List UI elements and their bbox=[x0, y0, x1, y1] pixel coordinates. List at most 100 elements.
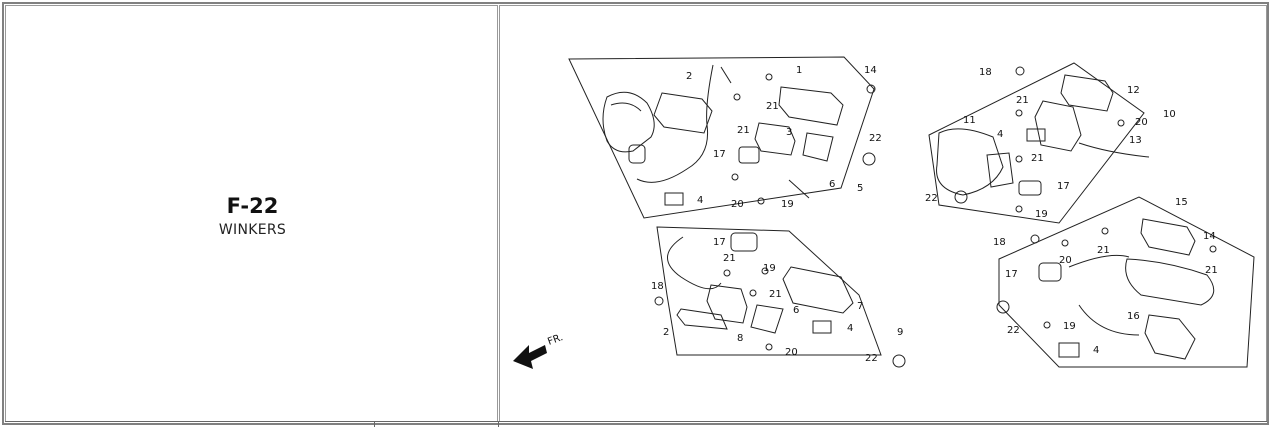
column-divider bbox=[374, 421, 375, 427]
nut-22 bbox=[996, 300, 1010, 314]
callout-number: 5 bbox=[857, 183, 863, 194]
screw-19 bbox=[1015, 205, 1023, 213]
winker-lens-12 bbox=[1060, 74, 1114, 112]
callout-number: 20 bbox=[1059, 255, 1072, 266]
bulb-socket-17 bbox=[1018, 180, 1042, 196]
callout-number: 21 bbox=[1205, 265, 1218, 276]
winker-body-8 bbox=[706, 284, 748, 324]
screw-21 bbox=[733, 93, 741, 101]
winker-lens bbox=[1125, 258, 1215, 306]
screw-21 bbox=[1015, 109, 1023, 117]
callout-number: 12 bbox=[1127, 85, 1140, 96]
callout-number: 17 bbox=[1057, 181, 1070, 192]
clip-4 bbox=[812, 320, 832, 334]
callout-number: 8 bbox=[737, 333, 743, 344]
callout-number: 22 bbox=[865, 353, 878, 364]
callout-number: 1 bbox=[796, 65, 802, 76]
screw-21 bbox=[765, 73, 773, 81]
direction-indicator: FR. bbox=[513, 332, 565, 369]
section-label-cell: F-22 WINKERS bbox=[5, 5, 498, 422]
callout-number: 22 bbox=[869, 133, 882, 144]
nut-22 bbox=[892, 354, 906, 368]
screw-21 bbox=[1101, 227, 1109, 235]
wire-harness bbox=[667, 236, 722, 290]
direction-label: FR. bbox=[546, 332, 564, 348]
screw-20 bbox=[765, 343, 773, 351]
reflector-6 bbox=[802, 132, 834, 162]
callout-number: 21 bbox=[766, 101, 779, 112]
callout-number: 9 bbox=[897, 327, 903, 338]
screw-20 bbox=[731, 173, 739, 181]
screw-21 bbox=[1015, 155, 1023, 163]
winker-lens-11 bbox=[936, 128, 1004, 196]
winker-lens-1 bbox=[778, 86, 844, 126]
callout-number: 14 bbox=[1203, 231, 1216, 242]
callout-number: 20 bbox=[785, 347, 798, 358]
winker-lens-7 bbox=[782, 266, 854, 314]
winker-body-3 bbox=[754, 122, 796, 156]
bulb-18 bbox=[1030, 234, 1040, 244]
winker-lens-14 bbox=[1140, 218, 1196, 256]
callout-number: 2 bbox=[686, 71, 692, 82]
callout-number: 4 bbox=[847, 323, 853, 334]
callout-number: 21 bbox=[1097, 245, 1110, 256]
bulb-socket-17 bbox=[1038, 262, 1062, 282]
callout-number: 17 bbox=[713, 149, 726, 160]
callout-number: 6 bbox=[793, 305, 799, 316]
screw-19 bbox=[757, 197, 765, 205]
callout-number: 14 bbox=[864, 65, 877, 76]
callout-number: 21 bbox=[1031, 153, 1044, 164]
callout-number: 22 bbox=[1007, 325, 1020, 336]
callout-number: 16 bbox=[1127, 311, 1140, 322]
nut-22 bbox=[862, 152, 876, 166]
callout-number: 6 bbox=[829, 179, 835, 190]
callout-number: 22 bbox=[925, 193, 938, 204]
winker-assembly-front-right bbox=[928, 62, 1150, 224]
callout-number: 18 bbox=[651, 281, 664, 292]
next-row-border bbox=[5, 421, 1267, 425]
callout-number: 18 bbox=[979, 67, 992, 78]
wire-13 bbox=[1078, 142, 1150, 158]
bulb-18 bbox=[654, 296, 664, 306]
bulb-18 bbox=[1015, 66, 1025, 76]
nut-22 bbox=[954, 190, 968, 204]
callout-number: 18 bbox=[993, 237, 1006, 248]
screw-21 bbox=[1209, 245, 1217, 253]
callout-number: 4 bbox=[1093, 345, 1099, 356]
section-code: F-22 bbox=[226, 194, 279, 218]
callout-number: 21 bbox=[723, 253, 736, 264]
winker-assembly-front-left bbox=[568, 56, 876, 219]
assembly-outline bbox=[928, 62, 1145, 224]
screw-21 bbox=[723, 269, 731, 277]
callout-number: 20 bbox=[1135, 117, 1148, 128]
assembly-outline bbox=[998, 196, 1255, 368]
callout-number: 13 bbox=[1129, 135, 1142, 146]
wire-harness bbox=[1068, 254, 1130, 268]
callout-number: 11 bbox=[963, 115, 976, 126]
column-divider bbox=[498, 421, 499, 427]
callout-number: 17 bbox=[1005, 269, 1018, 280]
callout-number: 17 bbox=[713, 237, 726, 248]
callout-number: 21 bbox=[769, 289, 782, 300]
callout-number: 10 bbox=[1163, 109, 1176, 120]
screw-19 bbox=[761, 267, 769, 275]
front-arrow-icon bbox=[513, 345, 547, 369]
callout-number: 3 bbox=[786, 127, 792, 138]
screw-20 bbox=[1061, 239, 1069, 247]
callout-number: 4 bbox=[697, 195, 703, 206]
reflector-6 bbox=[750, 304, 784, 334]
screw-21 bbox=[749, 289, 757, 297]
bulb-socket-17 bbox=[730, 232, 758, 252]
callout-number: 2 bbox=[663, 327, 669, 338]
section-title: WINKERS bbox=[218, 222, 287, 238]
screw-20 bbox=[1117, 119, 1125, 127]
winker-socket bbox=[628, 144, 646, 164]
winker-stem bbox=[986, 152, 1014, 188]
winker-body-10 bbox=[1034, 100, 1082, 152]
callout-number: 7 bbox=[857, 301, 863, 312]
screw-19 bbox=[1043, 321, 1051, 329]
clip-4 bbox=[1058, 342, 1080, 358]
